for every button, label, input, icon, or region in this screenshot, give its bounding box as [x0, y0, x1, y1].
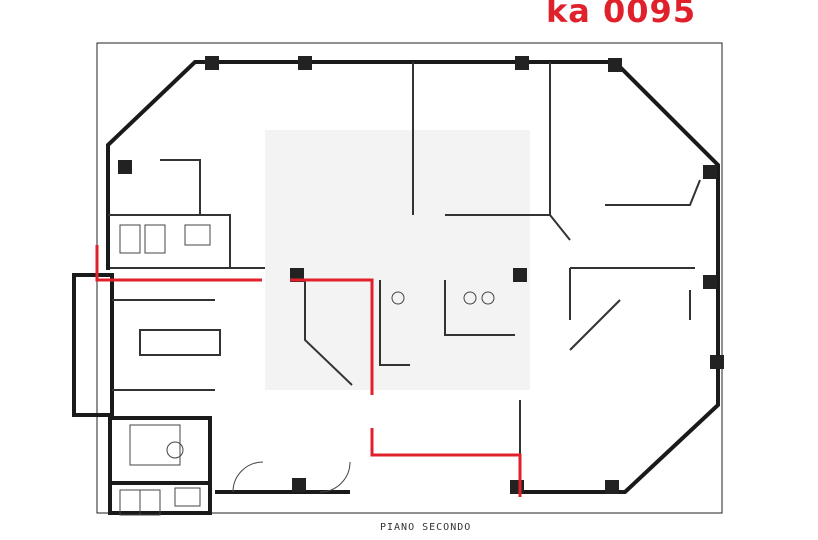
fixtures [119, 224, 495, 516]
highlighted-boundary [95, 245, 522, 497]
watermark [265, 130, 530, 390]
floor-label: PIANO SECONDO [380, 522, 472, 533]
interior-walls [108, 62, 701, 455]
listing-code: ka 0095 [546, 0, 697, 30]
